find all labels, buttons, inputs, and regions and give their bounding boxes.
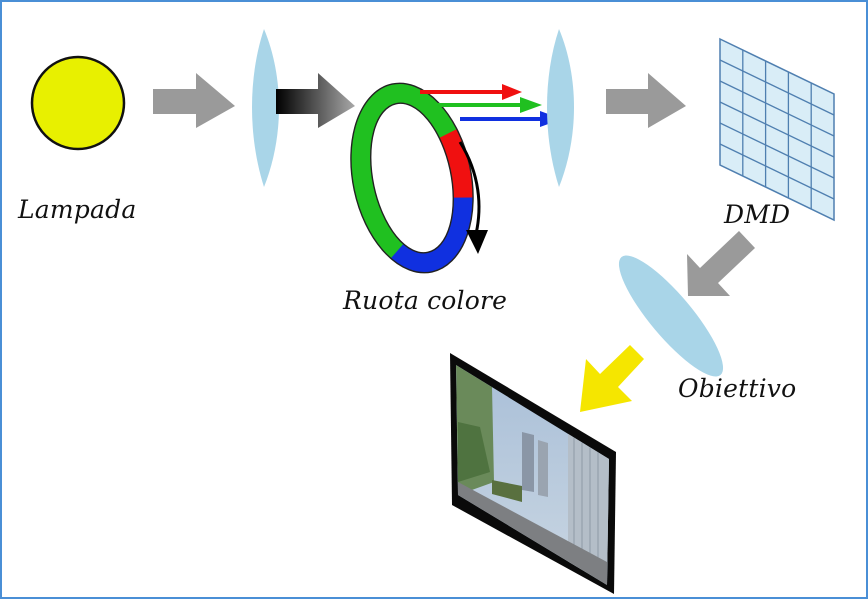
dmd-grid-line [719, 143, 835, 200]
light-arrow-2 [276, 73, 355, 128]
light-arrow-3 [606, 73, 686, 128]
lamp-label: Lampada [18, 195, 137, 224]
light-arrow-1 [153, 73, 235, 128]
projection-screen-icon [450, 353, 616, 594]
dmd-grid-line [719, 80, 835, 137]
objective-label: Obiettivo [678, 374, 797, 403]
dmd-label: DMD [724, 200, 791, 229]
light-arrow-4 [687, 231, 755, 296]
dmd-icon [719, 37, 835, 222]
condenser-lens-icon [252, 29, 279, 187]
relay-lens-icon [547, 29, 574, 187]
dmd-grid-line [719, 101, 835, 158]
dmd-grid-line [719, 59, 835, 116]
color-wheel-icon [350, 82, 474, 274]
lamp-icon [30, 55, 126, 151]
color-wheel-label: Ruota colore [343, 286, 508, 315]
projection-arrow-icon [580, 345, 644, 412]
rotation-arrowhead-icon [466, 230, 488, 254]
rotation-arrow-icon [458, 141, 481, 235]
dmd-grid-line [719, 122, 835, 179]
objective-lens-icon [618, 255, 724, 377]
